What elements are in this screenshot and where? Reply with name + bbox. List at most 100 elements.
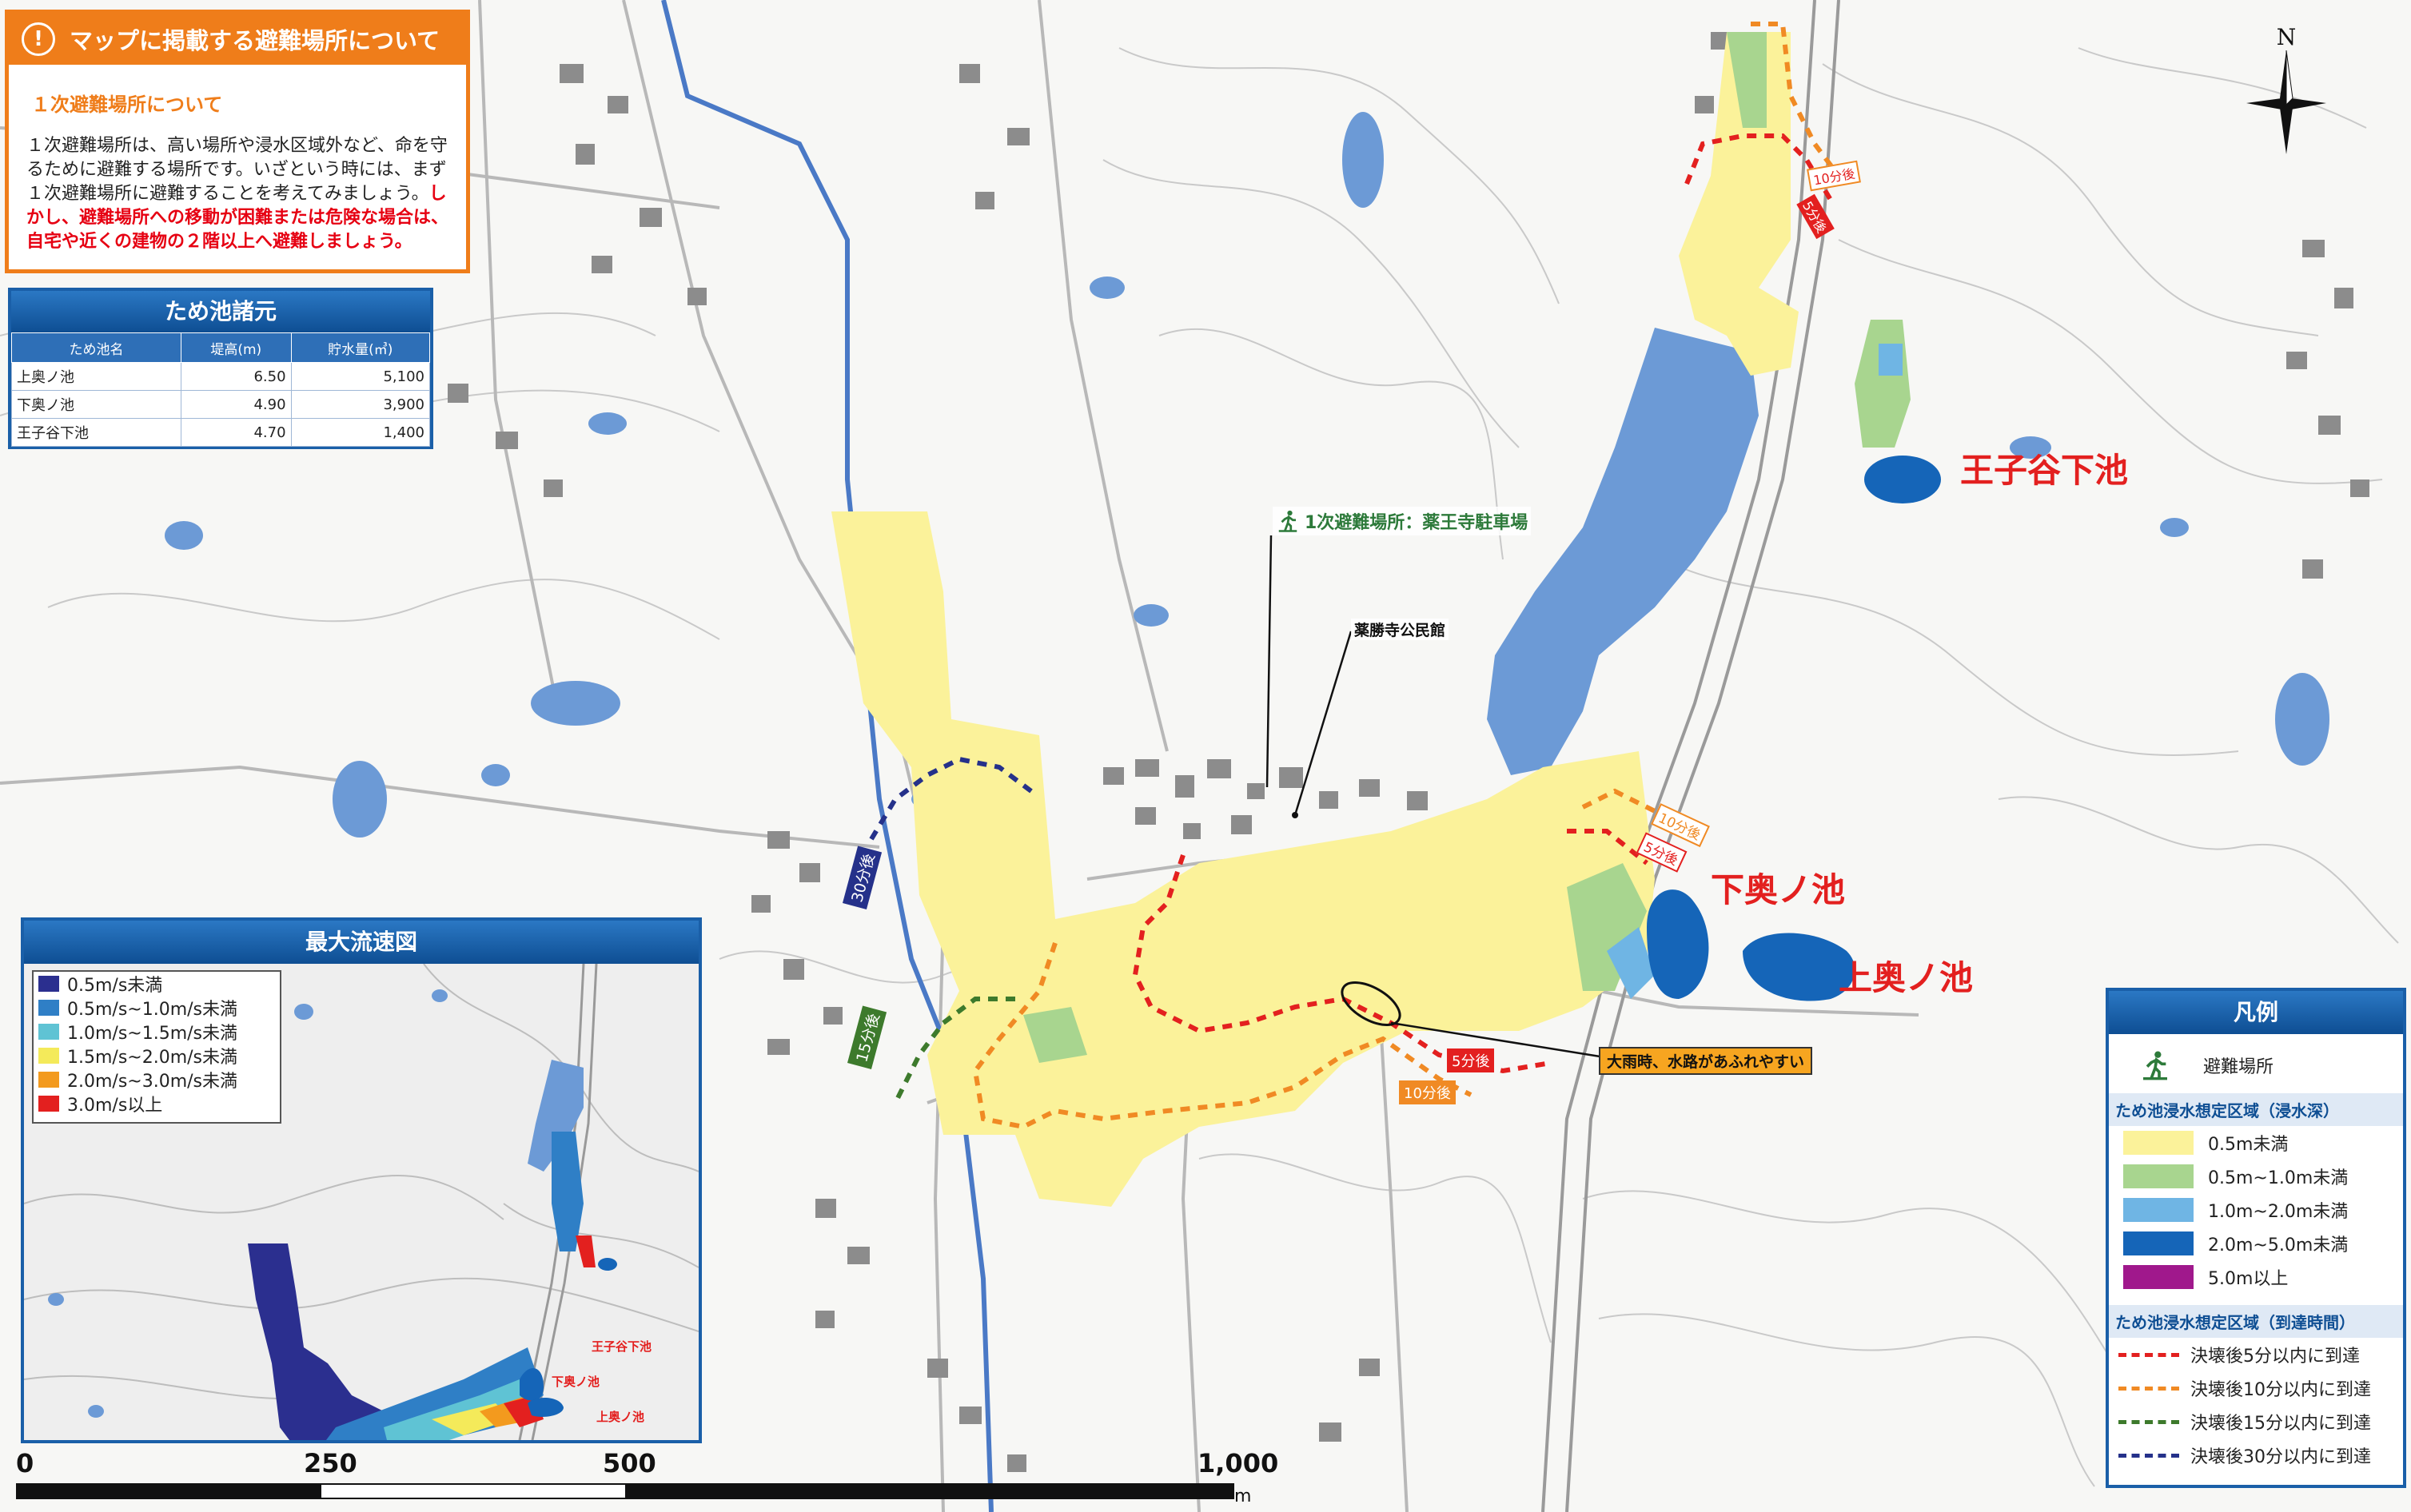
legend-label: 1.0m/s~1.5m/s未満 — [67, 1024, 238, 1044]
scale-tick-1000: 1,000 — [1198, 1448, 1279, 1478]
shelter-name: 1次避難場所：薬王寺駐車場 — [1305, 513, 1528, 533]
legend-label: 決壊後30分以内に到達 — [2190, 1447, 2371, 1467]
list-item: 1.0m~2.0m未満 — [2109, 1193, 2403, 1227]
legend-swatch — [38, 1096, 59, 1112]
list-item: 0.5m/s~1.0m/s未満 — [34, 996, 280, 1020]
legend-label: 1.5m/s~2.0m/s未満 — [67, 1048, 238, 1068]
scale-unit: m — [1234, 1486, 1252, 1506]
list-item: 決壊後30分以内に到達 — [2109, 1438, 2403, 1472]
legend-line — [2118, 1352, 2179, 1357]
pond-name: 下奥ノ池 — [11, 390, 181, 419]
list-item: 決壊後10分以内に到達 — [2109, 1371, 2403, 1405]
legend-time-title: ため池浸水想定区域（到達時間） — [2109, 1305, 2403, 1338]
compass-rose-icon — [2246, 50, 2326, 154]
pond-height: 4.90 — [181, 390, 292, 419]
legend-swatch — [2123, 1131, 2194, 1155]
list-item: 2.0m~5.0m未満 — [2109, 1227, 2403, 1260]
overflow-warning-label: 大雨時、水路があふれやすい — [1599, 1047, 1813, 1075]
velocity-title: 最大流速図 — [24, 921, 699, 964]
legend-label: 1.0m~2.0m未満 — [2208, 1202, 2349, 1222]
overflow-spot-marker — [1341, 981, 1401, 1026]
buildings — [448, 32, 2369, 1472]
legend-swatch — [38, 976, 59, 992]
legend-swatch — [2123, 1164, 2194, 1188]
legend-swatch — [38, 1048, 59, 1064]
leader-lines — [1265, 535, 1616, 1060]
velocity-legend: 0.5m/s未満 0.5m/s~1.0m/s未満 1.0m/s~1.5m/s未満… — [32, 970, 281, 1124]
hall-point — [1292, 812, 1298, 818]
specs-col-name: ため池名 — [11, 332, 181, 363]
vel-kami-label: 上奥ノ池 — [596, 1410, 645, 1424]
specs-title: ため池諸元 — [11, 291, 430, 332]
list-item: 2.0m/s~3.0m/s未満 — [34, 1068, 280, 1092]
scale-tick-0: 0 — [16, 1448, 34, 1478]
legend-label: 決壊後10分以内に到達 — [2190, 1380, 2371, 1400]
shimooku-pond[interactable] — [1647, 889, 1709, 999]
legend-label: 0.5m/s未満 — [67, 976, 163, 996]
north-letter: N — [2276, 24, 2297, 50]
list-item: 決壊後15分以内に到達 — [2109, 1405, 2403, 1438]
scale-bar-graphic — [16, 1483, 1234, 1499]
legend-shelter-row: 避難場所 — [2109, 1048, 2403, 1082]
legend-swatch — [38, 1072, 59, 1088]
list-item: 0.5m未満 — [2109, 1126, 2403, 1160]
legend-swatch — [2123, 1198, 2194, 1222]
max-velocity-panel: 最大流速図 — [21, 917, 702, 1443]
legend-label: 0.5m/s~1.0m/s未満 — [67, 1000, 238, 1020]
legend-label: 5.0m以上 — [2208, 1269, 2289, 1289]
legend-label: 2.0m/s~3.0m/s未満 — [67, 1072, 238, 1092]
legend-line — [2118, 1453, 2179, 1458]
legend-label: 0.5m~1.0m未満 — [2208, 1168, 2349, 1188]
legend-swatch — [2123, 1265, 2194, 1289]
legend-shelter-label: 避難場所 — [2203, 1057, 2274, 1077]
badge-5min-village: 5分後 — [1447, 1048, 1495, 1072]
specs-col-height: 堤高(m) — [181, 332, 292, 363]
kamioku-label: 上奥ノ池 — [1839, 958, 1974, 997]
list-item: 0.5m~1.0m未満 — [2109, 1160, 2403, 1193]
legend-label: 0.5m未満 — [2208, 1135, 2289, 1155]
ojidani-pond[interactable] — [1864, 456, 1941, 503]
legend-swatch — [38, 1000, 59, 1016]
legend-label: 2.0m~5.0m未満 — [2208, 1235, 2349, 1255]
pond-volume: 1,400 — [290, 418, 431, 447]
reach-time-lines — [869, 22, 1841, 1130]
legend-label: 決壊後5分以内に到達 — [2190, 1347, 2360, 1367]
exclamation-icon: ! — [22, 22, 55, 56]
legend-title: 凡例 — [2109, 991, 2403, 1034]
legend-line — [2118, 1386, 2179, 1391]
scale-bar: 0 250 500 1,000 m — [16, 1448, 1278, 1510]
running-person-icon — [1278, 510, 1297, 532]
large-reservoir — [1487, 328, 1759, 775]
notice-body: １次避難場所は、高い場所や浸水区域外など、命を守るために避難する場所です。いざと… — [26, 136, 449, 252]
notice-header: ! マップに掲載する避難場所について — [9, 14, 466, 65]
north-arrow: N — [2246, 24, 2326, 157]
highway — [1541, 0, 1840, 1512]
evacuation-notice-panel: ! マップに掲載する避難場所について １次避難場所について １次避難場所は、高い… — [5, 10, 470, 273]
list-item: 3.0m/s以上 — [34, 1092, 280, 1116]
table-row: 下奥ノ池 4.90 3,900 — [11, 390, 431, 419]
velocity-flood-area — [248, 1132, 596, 1440]
flood-zones — [831, 32, 1911, 1207]
pond-height: 6.50 — [181, 362, 292, 391]
table-row: 上奥ノ池 6.50 5,100 — [11, 362, 431, 391]
vel-ojidani-label: 王子谷下池 — [592, 1339, 652, 1354]
shelter-label[interactable]: 1次避難場所：薬王寺駐車場 — [1273, 507, 1532, 535]
vel-shimo-label: 下奥ノ池 — [552, 1375, 600, 1389]
specs-table: ため池名 堤高(m) 貯水量(㎥) 上奥ノ池 6.50 5,100 下奥ノ池 4… — [11, 332, 431, 447]
legend-label: 3.0m/s以上 — [67, 1096, 163, 1116]
pond-name: 王子谷下池 — [11, 418, 181, 447]
pond-volume: 3,900 — [290, 390, 431, 419]
kamioku-pond[interactable] — [1743, 933, 1855, 1001]
legend-swatch — [2123, 1231, 2194, 1255]
legend-panel: 凡例 避難場所 ため池浸水想定区域（浸水深） 0.5m未満 0.5m~1.0m未… — [2106, 988, 2406, 1488]
legend-depth-title: ため池浸水想定区域（浸水深） — [2109, 1093, 2403, 1126]
pond-specs-panel: ため池諸元 ため池名 堤高(m) 貯水量(㎥) 上奥ノ池 6.50 5,100 … — [8, 288, 433, 449]
ojidani-label: 王子谷下池 — [1960, 451, 2129, 490]
scale-tick-250: 250 — [304, 1448, 357, 1478]
pond-name: 上奥ノ池 — [11, 362, 181, 391]
list-item: 決壊後5分以内に到達 — [2109, 1338, 2403, 1371]
notice-title: マップに掲載する避難場所について — [70, 27, 440, 54]
shimooku-label: 下奥ノ池 — [1711, 870, 1846, 909]
notice-subtitle: １次避難場所について — [31, 94, 223, 116]
running-person-icon — [2143, 1051, 2167, 1080]
